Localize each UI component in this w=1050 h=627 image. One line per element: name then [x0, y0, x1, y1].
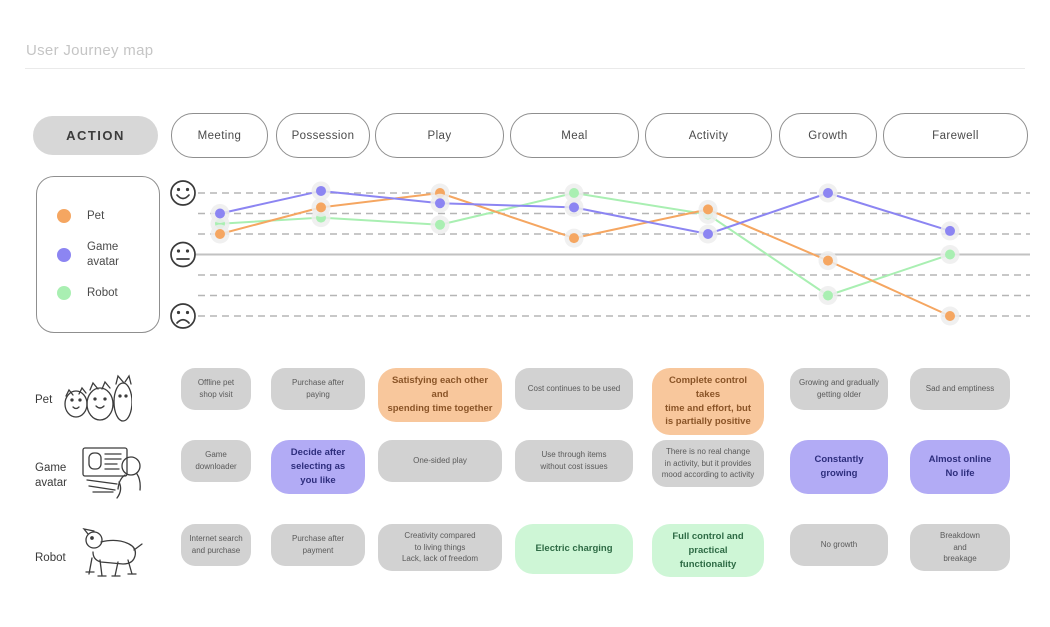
data-point-game-avatar: [569, 202, 579, 213]
data-point-robot: [569, 188, 579, 198]
journey-card[interactable]: One-sided play: [378, 440, 502, 482]
legend-item-game: Game avatar: [57, 240, 159, 269]
journey-card[interactable]: Almost online No life: [910, 440, 1010, 494]
series-line-game-avatar: [219, 189, 951, 235]
happy-face: [170, 180, 196, 206]
journey-card[interactable]: Game downloader: [181, 440, 251, 482]
row-label-game: Game avatar: [35, 444, 170, 507]
stage-button-growth[interactable]: Growth: [779, 113, 877, 158]
legend-dot: [57, 247, 71, 262]
data-point-robot: [945, 249, 955, 260]
row-label-text: Pet: [35, 394, 53, 407]
page-title: User Journey map: [26, 42, 154, 59]
journey-card[interactable]: No growth: [790, 524, 888, 566]
data-point-game-avatar: [215, 208, 225, 219]
legend-label: Robot: [87, 286, 118, 299]
data-point-pet: [569, 233, 579, 244]
journey-card[interactable]: Internet search and purchase: [181, 524, 251, 566]
data-point-game-avatar: [703, 229, 713, 239]
stage-button-play[interactable]: Play: [375, 113, 504, 158]
legend-item-robot: Robot: [57, 286, 159, 301]
journey-card[interactable]: Constantly growing: [790, 440, 888, 494]
legend-label: Game avatar: [87, 241, 119, 268]
row-label-text: Game avatar: [35, 461, 67, 489]
stage-button-meal[interactable]: Meal: [510, 113, 639, 158]
data-point-game-avatar: [945, 225, 955, 236]
data-point-pet: [316, 202, 326, 213]
legend-item-pet: Pet: [57, 208, 159, 223]
data-point-robot: [823, 290, 833, 301]
stage-button-farewell[interactable]: Farewell: [883, 113, 1028, 158]
legend-dot: [57, 286, 71, 301]
pets-icon: [60, 372, 133, 429]
journey-card[interactable]: Use through items without cost issues: [515, 440, 633, 482]
data-point-pet: [945, 311, 955, 321]
journey-card[interactable]: Purchase after paying: [271, 368, 365, 410]
row-label-robot: Robot: [35, 528, 170, 588]
legend-label: Pet: [87, 209, 105, 222]
journey-card[interactable]: Electric charging: [515, 524, 633, 574]
journey-card[interactable]: Cost continues to be used: [515, 368, 633, 410]
neutral-face: [170, 241, 196, 268]
stage-button-activity[interactable]: Activity: [645, 113, 772, 158]
journey-card[interactable]: Growing and gradually getting older: [790, 368, 888, 410]
journey-card[interactable]: There is no real change in activity, but…: [652, 440, 764, 487]
data-point-game-avatar: [823, 188, 833, 198]
legend-dot: [57, 208, 71, 223]
action-pill[interactable]: ACTION: [33, 116, 158, 155]
journey-card[interactable]: Decide after selecting as you like: [271, 440, 365, 494]
data-point-pet: [215, 229, 225, 239]
journey-card[interactable]: Complete control takes time and effort, …: [652, 368, 764, 436]
row-label-text: Robot: [35, 551, 66, 564]
data-point-pet: [823, 255, 833, 266]
header-divider: [25, 68, 1025, 69]
stage-button-possession[interactable]: Possession: [276, 113, 370, 158]
computer-person-icon: [75, 444, 150, 507]
journey-card[interactable]: Offline pet shop visit: [181, 368, 251, 410]
journey-card[interactable]: Breakdown and breakage: [910, 524, 1010, 571]
data-point-robot: [435, 219, 445, 230]
journey-card[interactable]: Purchase after payment: [271, 524, 365, 566]
journey-card[interactable]: Satisfying each other and spending time …: [378, 368, 502, 422]
data-point-game-avatar: [316, 185, 326, 196]
stage-button-meeting[interactable]: Meeting: [171, 113, 268, 158]
sad-face: [170, 303, 196, 329]
row-label-pet: Pet: [35, 372, 170, 429]
data-point-pet: [703, 204, 713, 215]
robot-dog-icon: [74, 528, 146, 588]
journey-card[interactable]: Sad and emptiness: [910, 368, 1010, 410]
journey-card[interactable]: Full control and practical functionality: [652, 524, 764, 578]
data-point-game-avatar: [435, 198, 445, 209]
journey-card[interactable]: Creativity compared to living things Lac…: [378, 524, 502, 571]
